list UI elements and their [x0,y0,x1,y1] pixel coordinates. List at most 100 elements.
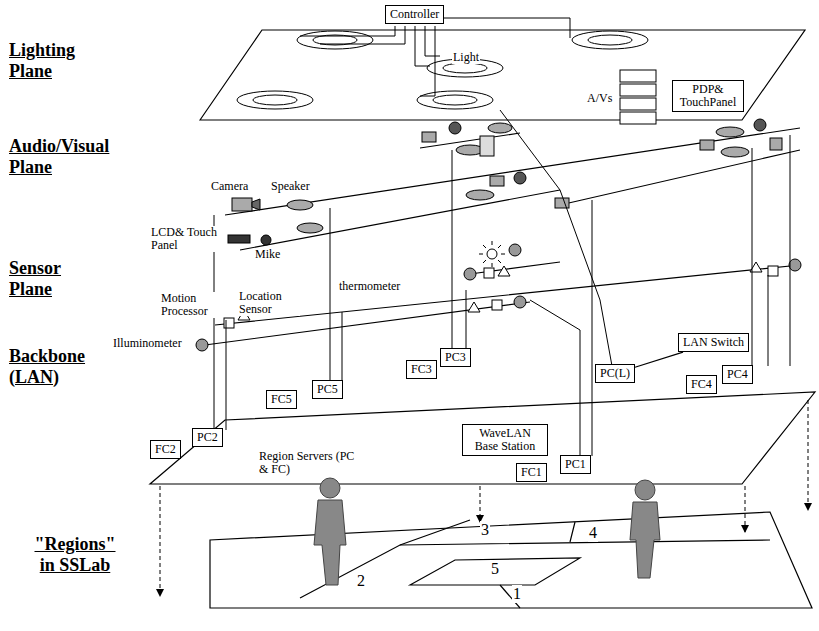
server-box: FC5 [266,390,297,409]
av-equipment [620,70,656,82]
server-box: FC2 [150,440,181,459]
box-label: FC5 [271,393,292,406]
part-label: Illuminometer [112,337,183,350]
av-device [261,235,271,245]
sensor [484,268,494,278]
sensor [498,266,510,276]
server-wire [214,110,790,456]
light-fixture [433,95,477,105]
plane-title: Audio/Visual Plane [8,136,130,177]
region-outline [410,558,580,585]
light-fixture [588,35,632,45]
av-equipment [620,112,656,124]
box-label: FC4 [691,378,712,391]
av-device [466,190,494,200]
person-figure [314,500,346,585]
server-box: PC3 [440,348,471,367]
sensor [487,249,497,259]
server-box: FC3 [406,360,437,379]
plane-title: Sensor Plane [8,258,100,299]
plane-title: "Regions" in SSLab [24,534,126,575]
box-label: LAN Switch [683,336,744,349]
sensor [468,302,480,312]
server-wire [330,208,342,382]
person-figure [635,480,655,500]
sensor [492,300,502,310]
box-label: WaveLAN Base Station [467,427,543,453]
floor-plane [210,512,812,608]
av-device [228,119,782,245]
sensor [509,244,521,256]
av-device [490,176,504,186]
server-wire [500,110,612,366]
sensor [464,268,476,280]
part-label: Light [452,51,480,64]
server-box: PC5 [312,380,343,399]
box-label: PC5 [317,383,338,396]
av-device [555,198,569,208]
backbone-plane [150,392,815,484]
av-device [514,172,526,184]
server-box: FC4 [686,375,717,394]
region-number: 1 [512,585,522,603]
region-number: 5 [490,560,500,578]
server-box: Controller [385,5,444,24]
lighting-plane [200,30,805,120]
region-outline [400,520,575,545]
av-device [754,119,766,131]
box-label: FC1 [521,466,542,479]
av-plane-line [225,128,800,250]
projection-arrow [808,400,809,510]
part-label: Region Servers (PC & FC) [258,450,360,476]
sensor [196,339,208,351]
light-fixture [237,91,313,109]
box-label: PC1 [565,458,586,471]
av-device [488,123,512,133]
av-device [716,127,744,137]
light-fixture [237,31,648,109]
part-label: thermometer [338,280,401,293]
sensor [789,259,801,271]
server-box: PC4 [722,365,753,384]
sensor [514,296,526,308]
server-wire [752,135,790,366]
av-device [480,136,494,156]
projection-arrow [160,400,808,596]
lighting-plane [200,30,805,120]
sensor [479,241,505,267]
floor-plane [210,512,812,608]
server-box: PC2 [192,428,223,447]
light-fixture [253,95,297,105]
projection-arrow [745,486,746,532]
server-box: PDP& TouchPanel [672,80,744,112]
part-label: Camera [210,180,249,193]
av-equipment [620,84,656,96]
region-outline [300,540,770,598]
server-wire [530,200,592,456]
server-wire [452,150,466,348]
av-device [252,199,260,210]
av-device [700,140,714,150]
av-plane-line [225,128,800,250]
box-label: PC3 [445,351,466,364]
region-number: 3 [480,521,490,539]
region-outline [300,520,770,608]
light-fixture [313,35,357,45]
av-device [287,200,313,210]
light-fixture [443,63,487,73]
server-box: WaveLAN Base Station [462,424,548,456]
av-equipment [620,70,656,124]
part-label: Motion Processor [160,292,222,318]
av-device [721,147,749,157]
av-equipment [620,98,656,110]
projection-arrow [160,486,161,596]
server-box: LAN Switch [678,333,749,352]
sensor [768,266,778,276]
server-box: PC(L) [595,364,635,383]
av-device [228,235,250,243]
server-box: FC1 [516,463,547,482]
box-label: Controller [390,8,439,21]
part-label: Mike [254,248,281,261]
av-device [422,132,436,142]
plane-title: Lighting Plane [8,40,110,81]
